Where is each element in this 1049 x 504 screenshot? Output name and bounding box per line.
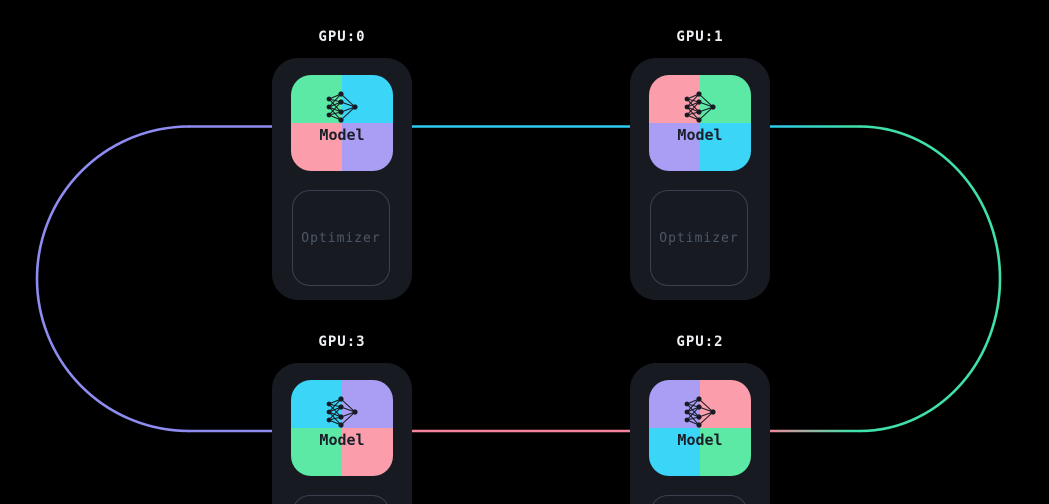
gpu-0-card: Model Optimizer: [272, 58, 412, 300]
optimizer-label: Optimizer: [301, 230, 381, 246]
model-shard-bl: [291, 123, 342, 171]
gpu-1-label: GPU:1: [676, 29, 724, 45]
gpu-2-model-block: Model: [649, 380, 751, 476]
model-shard-grid: [291, 380, 393, 476]
gpu-1-model-block: Model: [649, 75, 751, 171]
model-shard-grid: [649, 380, 751, 476]
model-shard-bl: [291, 428, 342, 476]
gpu-0-model-block: Model: [291, 75, 393, 171]
model-label: Model: [677, 431, 723, 449]
model-shard-tr: [342, 380, 393, 428]
model-shard-grid: [291, 75, 393, 171]
model-shard-bl: [649, 123, 700, 171]
model-shard-br: [700, 428, 751, 476]
neural-network-icon: [684, 396, 716, 428]
gpu-2-label: GPU:2: [676, 334, 724, 350]
neural-network-icon: [326, 91, 358, 123]
model-shard-tr: [700, 75, 751, 123]
model-shard-br: [700, 123, 751, 171]
ring-right-arc: [858, 125, 1002, 433]
gpu-1-card: Model Optimizer: [630, 58, 770, 300]
model-shard-tl: [291, 380, 342, 428]
model-shard-grid: [649, 75, 751, 171]
gpu-2-optimizer-box: Optimizer: [650, 495, 748, 504]
gpu-3: GPU:3: [272, 333, 412, 504]
gpu-3-model-block: Model: [291, 380, 393, 476]
gpu-0: GPU:0: [272, 28, 412, 300]
gpu-1: GPU:1: [630, 28, 770, 300]
model-label: Model: [319, 126, 365, 144]
gpu-0-label: GPU:0: [318, 29, 366, 45]
gpu-3-optimizer-box: Optimizer: [292, 495, 390, 504]
model-label: Model: [677, 126, 723, 144]
gpu-0-optimizer-box: Optimizer: [292, 190, 390, 286]
model-shard-bl: [649, 428, 700, 476]
gpu-1-optimizer-box: Optimizer: [650, 190, 748, 286]
model-shard-tl: [291, 75, 342, 123]
gpu-3-card: Model Optimizer: [272, 363, 412, 504]
gpu-3-label: GPU:3: [318, 334, 366, 350]
model-shard-tr: [700, 380, 751, 428]
model-shard-tl: [649, 380, 700, 428]
gpu-2-card: Model Optimizer: [630, 363, 770, 504]
model-label: Model: [319, 431, 365, 449]
model-shard-br: [342, 123, 393, 171]
gpu-2: GPU:2: [630, 333, 770, 504]
model-shard-tr: [342, 75, 393, 123]
model-shard-tl: [649, 75, 700, 123]
neural-network-icon: [326, 396, 358, 428]
neural-network-icon: [684, 91, 716, 123]
optimizer-label: Optimizer: [659, 230, 739, 246]
ring-left-arc: [35, 125, 191, 433]
model-shard-br: [342, 428, 393, 476]
